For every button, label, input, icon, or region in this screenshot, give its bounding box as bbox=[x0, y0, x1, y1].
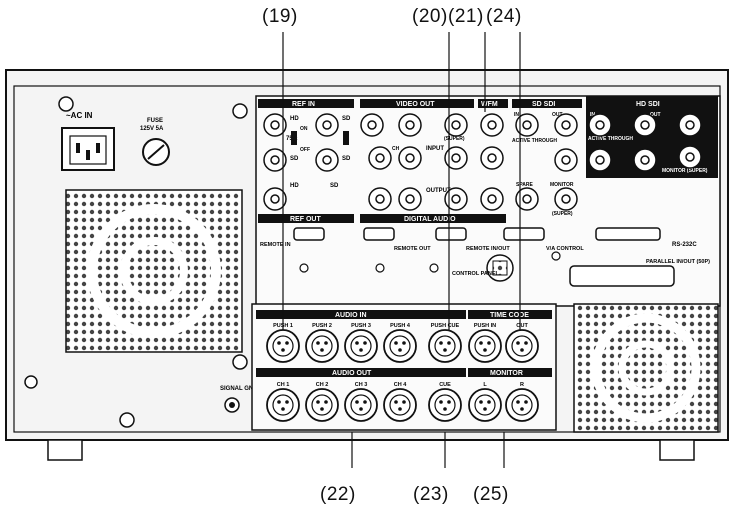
control-panel-connector bbox=[486, 254, 514, 282]
hd-sdi-in-label: IN bbox=[590, 112, 595, 118]
sd-sdi-out-label: OUT bbox=[552, 112, 563, 118]
d-sub-connectors bbox=[293, 227, 675, 287]
audio-in-title: AUDIO IN bbox=[335, 312, 367, 319]
ref-out-sd-label: SD bbox=[330, 183, 339, 189]
termination-on-label: ON bbox=[300, 126, 308, 132]
remote-inout-label: REMOTE IN/OUT bbox=[466, 246, 510, 252]
xlr-jack-label: L bbox=[483, 382, 487, 388]
rs232c-label: RS-232C bbox=[672, 242, 697, 248]
xlr-jack-label: PUSH CUE bbox=[431, 323, 460, 329]
video-out-title: VIDEO OUT bbox=[396, 101, 435, 108]
right-fan-grille bbox=[573, 303, 719, 433]
xlr-jack-label: R bbox=[520, 382, 524, 388]
audio-out-title: AUDIO OUT bbox=[332, 370, 372, 377]
xlr-jack-label: CH 4 bbox=[394, 382, 407, 388]
ref-in-title: REF IN bbox=[292, 101, 315, 108]
hd-sdi-out-label: OUT bbox=[650, 112, 661, 118]
signal-gnd-label: SIGNAL GND bbox=[220, 386, 258, 392]
video-ch-label: CH bbox=[392, 146, 400, 152]
ref-out-title: REF OUT bbox=[290, 216, 321, 223]
callout-22: (22) bbox=[320, 484, 356, 505]
monitor-super-label: (SUPER) bbox=[552, 211, 573, 217]
fuse-holder bbox=[142, 138, 170, 166]
time-code-title: TIME CODE bbox=[490, 312, 529, 319]
fuse-rating: 125V 5A bbox=[140, 126, 164, 132]
xlr-jack-label: PUSH IN bbox=[474, 323, 496, 329]
ref-out-hd-label: HD bbox=[290, 183, 299, 189]
monitor-out-title: MONITOR bbox=[490, 370, 523, 377]
xlr-jack: PUSH 4 bbox=[383, 323, 417, 363]
ac-in-label: ~AC IN bbox=[66, 111, 93, 120]
ref-in-sd-label: SD bbox=[342, 116, 351, 122]
control-panel-label: CONTROL PANEL bbox=[452, 271, 499, 277]
super-label: (SUPER) bbox=[444, 136, 465, 142]
xlr-jack: PUSH CUE bbox=[428, 323, 462, 363]
panel-screws bbox=[299, 251, 561, 273]
callout-leaders bbox=[282, 32, 521, 468]
xlr-jack-label: PUSH 2 bbox=[312, 323, 332, 329]
remote-out-label: REMOTE OUT bbox=[394, 246, 431, 252]
sd-sdi-active-label: ACTIVE THROUGH bbox=[512, 138, 557, 144]
ref-in-hd-label: HD bbox=[290, 116, 299, 122]
callout-20: (20) bbox=[412, 6, 448, 27]
xlr-jack-label: OUT bbox=[516, 323, 528, 329]
xlr-jack: PUSH IN bbox=[468, 323, 502, 363]
va-control-label: V/A CONTROL bbox=[546, 246, 584, 252]
callout-21: (21) bbox=[448, 6, 484, 27]
xlr-jack-label: PUSH 3 bbox=[351, 323, 371, 329]
fuse-label: FUSE bbox=[147, 118, 163, 124]
screw-icons bbox=[24, 96, 248, 428]
hd-sdi-monitor-label: MONITOR (SUPER) bbox=[662, 168, 708, 174]
output-label: OUTPUT bbox=[426, 188, 451, 194]
xlr-jack: PUSH 2 bbox=[305, 323, 339, 363]
xlr-jack-label: CUE bbox=[439, 382, 451, 388]
xlr-jack-label: CH 3 bbox=[355, 382, 368, 388]
remote-in-label: REMOTE IN bbox=[260, 242, 291, 248]
sd-sdi-title: SD SDI bbox=[532, 101, 555, 108]
xlr-jack: CH 1 bbox=[266, 382, 300, 422]
xlr-jack: R bbox=[505, 382, 539, 422]
hd-sdi-title: HD SDI bbox=[636, 101, 660, 108]
monitor-label: MONITOR bbox=[550, 182, 574, 188]
input-label: INPUT bbox=[426, 146, 444, 152]
wfm-title: WFM bbox=[481, 101, 498, 108]
hd-sdi-active-label: ACTIVE THROUGH bbox=[588, 136, 633, 142]
ref-in-sd3-label: SD bbox=[342, 156, 351, 162]
sd-sdi-in-label: IN bbox=[514, 112, 519, 118]
xlr-jack: CH 4 bbox=[383, 382, 417, 422]
termination-off-label: OFF bbox=[300, 147, 310, 153]
xlr-jack-label: CH 1 bbox=[277, 382, 290, 388]
xlr-jack: CH 2 bbox=[305, 382, 339, 422]
callout-25: (25) bbox=[473, 484, 509, 505]
callout-23: (23) bbox=[413, 484, 449, 505]
bnc-connectors bbox=[263, 113, 702, 211]
xlr-jack: OUT bbox=[505, 323, 539, 363]
callout-19: (19) bbox=[262, 6, 298, 27]
ref-in-sd2-label: SD bbox=[290, 156, 299, 162]
xlr-jack: CUE bbox=[428, 382, 462, 422]
xlr-jack: CH 3 bbox=[344, 382, 378, 422]
spare-label: SPARE bbox=[516, 182, 534, 188]
xlr-jack-label: PUSH 4 bbox=[390, 323, 411, 329]
xlr-jack-label: CH 2 bbox=[316, 382, 329, 388]
digital-audio-title: DIGITAL AUDIO bbox=[404, 216, 456, 223]
parallel-label: PARALLEL IN/OUT (50P) bbox=[646, 259, 710, 265]
xlr-jack: L bbox=[468, 382, 502, 422]
termination-switches bbox=[291, 131, 349, 145]
callout-24: (24) bbox=[486, 6, 522, 27]
xlr-jack: PUSH 3 bbox=[344, 323, 378, 363]
ac-inlet bbox=[61, 127, 115, 171]
left-fan-grille bbox=[65, 189, 243, 353]
